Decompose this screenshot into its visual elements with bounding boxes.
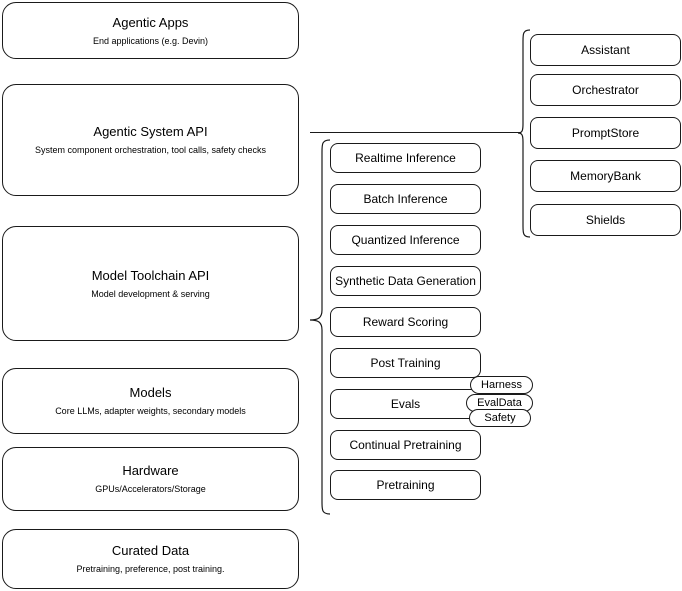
- evals-subcomponent-evaldata[interactable]: EvalData: [466, 394, 533, 412]
- system-pill-promptstore[interactable]: PromptStore: [530, 117, 681, 149]
- stack-layer-model-toolchain-api[interactable]: Model Toolchain API Model development & …: [2, 226, 299, 341]
- stack-layer-title: Hardware: [122, 463, 179, 478]
- stack-layer-title: Agentic System API: [93, 124, 208, 139]
- toolchain-pill-post-training[interactable]: Post Training: [330, 348, 481, 378]
- mini-pill-label: EvalData: [477, 397, 522, 409]
- connector-line-system-api: [310, 132, 521, 133]
- system-pill-shields[interactable]: Shields: [530, 204, 681, 236]
- stack-layer-models[interactable]: Models Core LLMs, adapter weights, secon…: [2, 368, 299, 434]
- toolchain-pill-continual-pretraining[interactable]: Continual Pretraining: [330, 430, 481, 460]
- toolchain-pill-batch-inference[interactable]: Batch Inference: [330, 184, 481, 214]
- evals-subcomponent-harness[interactable]: Harness: [470, 376, 533, 394]
- pill-label: MemoryBank: [570, 169, 641, 183]
- mini-pill-label: Safety: [484, 412, 516, 424]
- pill-label: Realtime Inference: [355, 151, 456, 165]
- pill-label: Assistant: [581, 43, 630, 57]
- pill-label: Orchestrator: [572, 83, 639, 97]
- toolchain-pill-realtime-inference[interactable]: Realtime Inference: [330, 143, 481, 173]
- system-pill-assistant[interactable]: Assistant: [530, 34, 681, 66]
- stack-layer-agentic-apps[interactable]: Agentic Apps End applications (e.g. Devi…: [2, 2, 299, 59]
- toolchain-pill-quantized-inference[interactable]: Quantized Inference: [330, 225, 481, 255]
- pill-label: Post Training: [370, 356, 441, 370]
- stack-layer-subtitle: Model development & serving: [91, 288, 210, 299]
- toolchain-pill-pretraining[interactable]: Pretraining: [330, 470, 481, 500]
- pill-label: Pretraining: [376, 478, 435, 492]
- toolchain-pill-evals[interactable]: Evals: [330, 389, 481, 419]
- pill-label: Reward Scoring: [362, 315, 449, 329]
- stack-layer-subtitle: GPUs/Accelerators/Storage: [95, 484, 206, 494]
- pill-label: Continual Pretraining: [349, 438, 462, 452]
- stack-layer-subtitle: Core LLMs, adapter weights, secondary mo…: [55, 406, 246, 416]
- toolchain-pill-reward-scoring[interactable]: Reward Scoring: [330, 307, 481, 337]
- pill-label: Shields: [585, 213, 626, 227]
- stack-layer-hardware[interactable]: Hardware GPUs/Accelerators/Storage: [2, 447, 299, 511]
- stack-layer-title: Models: [129, 385, 172, 400]
- stack-layer-subtitle: End applications (e.g. Devin): [92, 35, 209, 46]
- pill-label: PromptStore: [571, 126, 640, 140]
- stack-layer-title: Curated Data: [111, 543, 190, 558]
- stack-layer-agentic-system-api[interactable]: Agentic System API System component orch…: [2, 84, 299, 196]
- pill-label: Quantized Inference: [351, 233, 460, 247]
- stack-layer-curated-data[interactable]: Curated Data Pretraining, preference, po…: [2, 529, 299, 589]
- pill-label: Synthetic Data Generation: [335, 274, 476, 288]
- toolchain-pill-synthetic-data-generation[interactable]: Synthetic Data Generation: [330, 266, 481, 296]
- stack-layer-title: Agentic Apps: [112, 14, 189, 30]
- brace-system-components: [517, 29, 531, 238]
- stack-layer-subtitle: System component orchestration, tool cal…: [34, 145, 267, 155]
- pill-label: Batch Inference: [363, 192, 448, 206]
- brace-toolchain: [309, 139, 331, 515]
- mini-pill-label: Harness: [481, 379, 522, 391]
- evals-subcomponent-safety[interactable]: Safety: [469, 409, 531, 427]
- pill-label: Evals: [390, 397, 421, 411]
- system-pill-orchestrator[interactable]: Orchestrator: [530, 74, 681, 106]
- stack-layer-title: Model Toolchain API: [91, 267, 210, 283]
- stack-layer-subtitle: Pretraining, preference, post training.: [76, 564, 225, 574]
- system-pill-memorybank[interactable]: MemoryBank: [530, 160, 681, 192]
